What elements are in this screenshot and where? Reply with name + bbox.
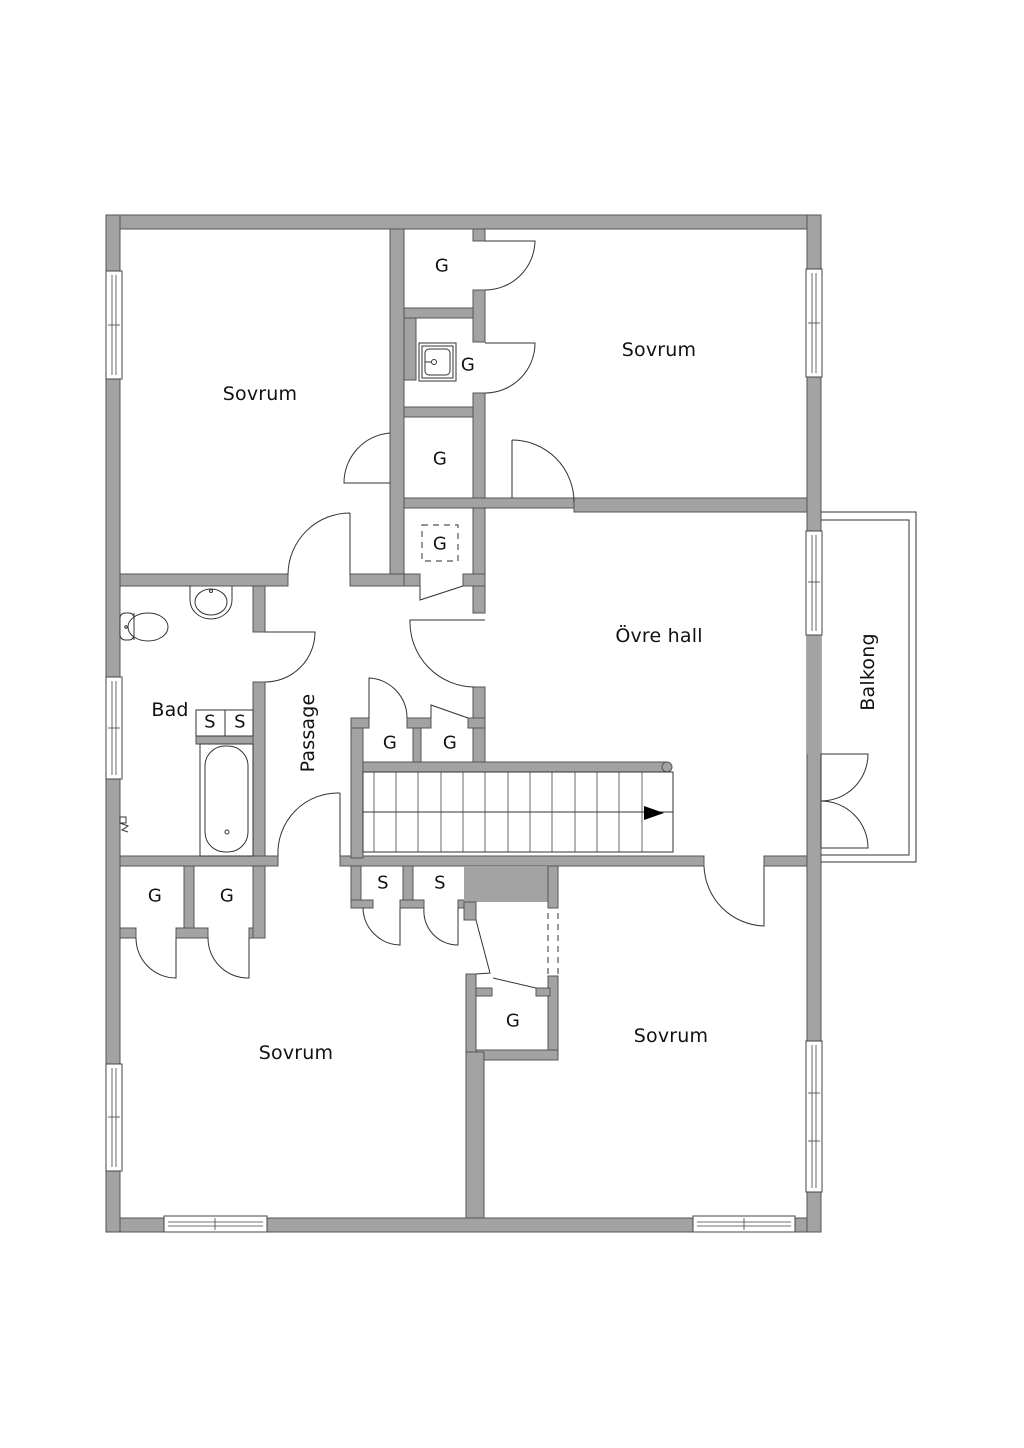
utility-sink-icon <box>418 342 457 382</box>
room-label-sovrum-ne: Sovrum <box>621 339 697 361</box>
closet-label: S <box>434 872 446 894</box>
hatch-outline-icon <box>421 524 459 562</box>
room-label-sovrum-sw: Sovrum <box>258 1042 334 1064</box>
room-label-sovrum-nw: Sovrum <box>222 383 298 405</box>
closet-label: G <box>434 255 450 277</box>
closet-label: G <box>505 1010 521 1032</box>
water-valve-icon <box>119 816 130 833</box>
bathtub-icon <box>199 743 254 857</box>
toilet-icon <box>119 612 169 642</box>
closet-label: G <box>442 732 458 754</box>
room-label-sovrum-se: Sovrum <box>633 1025 709 1047</box>
windows <box>105 268 823 1233</box>
closet-label: S <box>204 711 216 733</box>
room-label-bad: Bad <box>151 699 189 721</box>
closet-label: G <box>432 533 448 555</box>
closet-label: G <box>147 885 163 907</box>
closet-label: G <box>382 732 398 754</box>
closet-label: S <box>234 711 246 733</box>
doors <box>135 240 765 989</box>
stair-direction-arrow-icon <box>644 806 664 820</box>
closet-label: G <box>432 448 448 470</box>
room-label-ovre-hall: Övre hall <box>615 625 703 647</box>
room-label-passage: Passage <box>297 693 319 773</box>
interior-walls <box>119 228 821 1219</box>
shelf-units <box>195 709 254 737</box>
room-label-balkong: Balkong <box>857 633 879 711</box>
staircase <box>362 771 674 853</box>
closet-label: S <box>377 872 389 894</box>
balcony <box>820 511 917 863</box>
closet-label: G <box>219 885 235 907</box>
closet-label: G <box>460 354 476 376</box>
fixtures <box>119 342 459 857</box>
washbasin-icon <box>189 586 233 620</box>
